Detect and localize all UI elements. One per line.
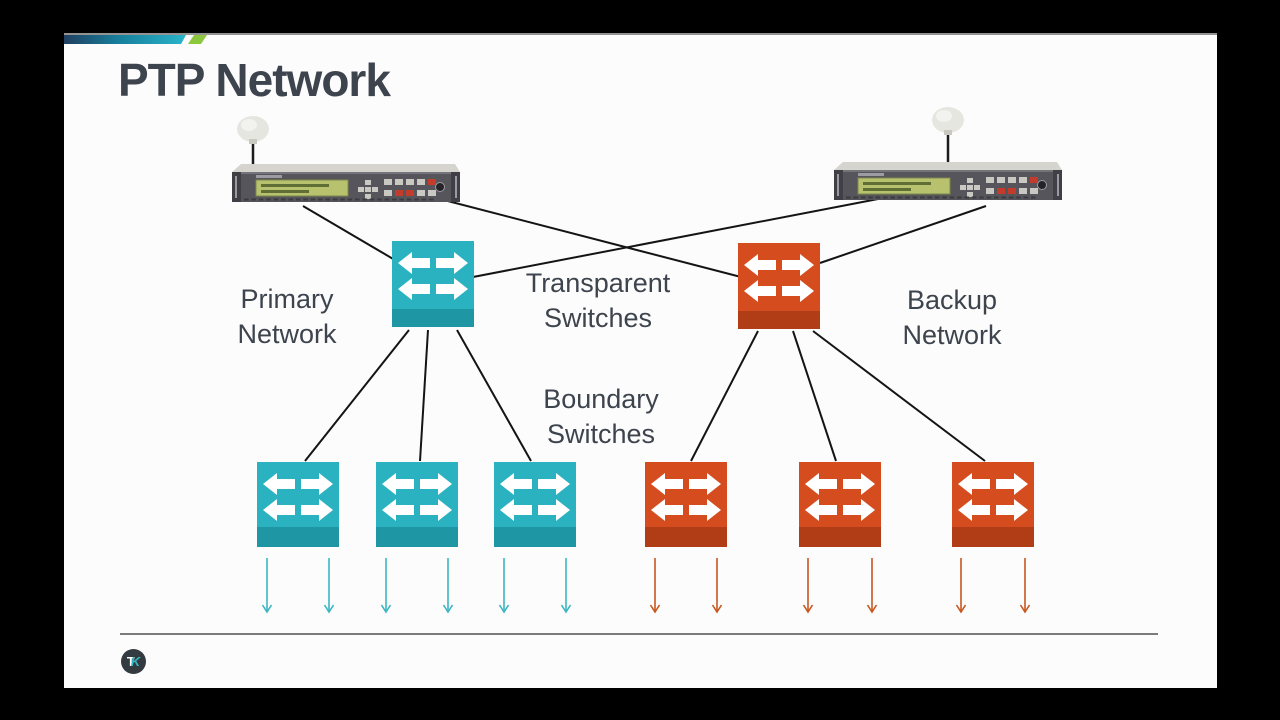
switch-arrow-icon <box>996 499 1028 521</box>
switch-arrow-icon <box>689 499 721 521</box>
switch-arrow-icon <box>651 473 683 495</box>
downlink-arrow-icon <box>261 558 273 614</box>
boundary-switch-6 <box>952 462 1034 547</box>
switch-arrow-icon <box>744 254 776 276</box>
switch-arrow-icon <box>782 254 814 276</box>
switch-arrow-icon <box>263 499 295 521</box>
switch-arrow-icon <box>398 252 430 274</box>
label-line: Network <box>237 319 337 349</box>
switch-arrow-icon <box>782 280 814 302</box>
lcd-display <box>255 179 349 197</box>
boundary-switch-4 <box>645 462 727 547</box>
switch-arrow-icon <box>382 499 414 521</box>
label-line: Boundary <box>543 384 659 414</box>
connection-line <box>690 330 759 462</box>
switch-arrow-icon <box>500 473 532 495</box>
label-line: Backup <box>906 285 998 315</box>
switch-arrow-icon <box>538 499 570 521</box>
label-primary-network: Primary Network <box>167 282 407 352</box>
downlink-arrow-icon <box>498 558 510 614</box>
connection-line <box>812 330 986 462</box>
logo-letter-k: K <box>130 654 141 669</box>
downlink-arrow-icon <box>802 558 814 614</box>
label-backup-network: Backup Network <box>832 283 1072 353</box>
label-line: Network <box>902 320 1002 350</box>
label-line: Transparent <box>525 268 671 298</box>
switch-arrow-icon <box>436 252 468 274</box>
label-line: Switches <box>543 303 653 333</box>
switch-arrow-icon <box>420 473 452 495</box>
switch-arrow-icon <box>843 473 875 495</box>
switch-arrow-icon <box>382 473 414 495</box>
downlink-arrow-icon <box>866 558 878 614</box>
switch-arrow-icon <box>689 473 721 495</box>
switch-arrow-icon <box>843 499 875 521</box>
switch-arrow-icon <box>301 473 333 495</box>
connection-line <box>302 205 401 264</box>
downlink-arrow-icon <box>711 558 723 614</box>
boundary-switch-3 <box>494 462 576 547</box>
switch-arrow-icon <box>398 278 430 300</box>
downlink-arrow-icon <box>955 558 967 614</box>
switch-arrow-icon <box>958 499 990 521</box>
switch-arrow-icon <box>805 473 837 495</box>
boundary-switch-5 <box>799 462 881 547</box>
switch-arrow-icon <box>301 499 333 521</box>
switch-arrow-icon <box>420 499 452 521</box>
tekron-logo-icon: T K <box>121 649 146 674</box>
switch-arrow-icon <box>958 473 990 495</box>
connection-line <box>304 329 410 462</box>
slide-title: PTP Network <box>118 54 391 106</box>
transparent-switch-backup <box>738 243 820 329</box>
label-line: Primary <box>240 284 334 314</box>
connection-line <box>819 205 987 264</box>
connection-line <box>419 329 429 462</box>
grandmaster-clock-right <box>834 107 1062 200</box>
transparent-switch-primary <box>392 241 474 327</box>
downlink-arrow-icon <box>560 558 572 614</box>
connection-line <box>792 330 837 462</box>
switch-arrow-icon <box>744 280 776 302</box>
downlink-arrow-icon <box>1019 558 1031 614</box>
connection-line <box>472 198 879 278</box>
label-boundary-switches: Boundary Switches <box>481 382 721 452</box>
switch-arrow-icon <box>651 499 683 521</box>
downlink-arrow-icon <box>649 558 661 614</box>
footer-divider <box>120 633 1158 635</box>
switch-arrow-icon <box>263 473 295 495</box>
switch-arrow-icon <box>436 278 468 300</box>
header-stripe <box>64 35 186 44</box>
label-line: Switches <box>546 419 656 449</box>
label-transparent-switches: Transparent Switches <box>478 266 718 336</box>
grandmaster-clock-left <box>232 116 460 202</box>
downlink-arrow-icon <box>442 558 454 614</box>
downlink-arrow-icon <box>380 558 392 614</box>
boundary-switch-1 <box>257 462 339 547</box>
switch-arrow-icon <box>805 499 837 521</box>
switch-arrow-icon <box>996 473 1028 495</box>
lcd-display <box>857 177 951 195</box>
header-stripe-accent <box>188 35 207 44</box>
connection-line <box>439 198 742 278</box>
boundary-switch-2 <box>376 462 458 547</box>
connection-line <box>456 329 532 462</box>
switch-arrow-icon <box>538 473 570 495</box>
logo-letter-t: T <box>126 654 135 669</box>
switch-arrow-icon <box>500 499 532 521</box>
downlink-arrow-icon <box>323 558 335 614</box>
